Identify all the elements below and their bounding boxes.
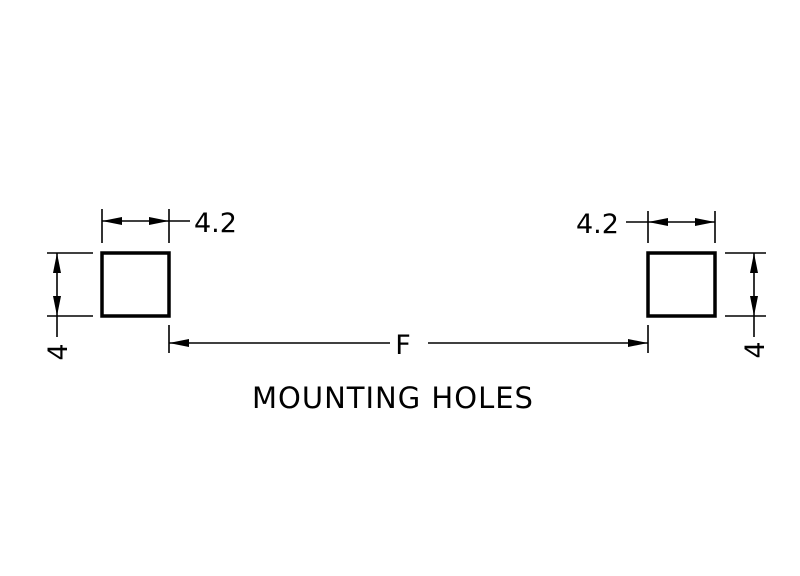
right-width-dimension: 4.2: [576, 209, 716, 243]
drawing-title: MOUNTING HOLES: [252, 381, 534, 415]
left-width-dimension: 4.2: [101, 208, 237, 243]
spacing-label: F: [395, 330, 411, 361]
left-hole: 4.2 4: [43, 208, 237, 361]
left-width-label: 4.2: [194, 208, 237, 239]
right-square-hole: [646, 251, 717, 318]
right-height-dimension: 4: [725, 252, 771, 359]
right-width-label: 4.2: [576, 209, 619, 240]
left-height-dimension: 4: [43, 252, 93, 361]
right-hole: 4.2 4: [576, 209, 771, 359]
left-square-hole: [100, 251, 171, 318]
spacing-dimension: F: [168, 325, 649, 361]
left-height-label: 4: [43, 343, 74, 360]
right-height-label: 4: [740, 341, 771, 358]
